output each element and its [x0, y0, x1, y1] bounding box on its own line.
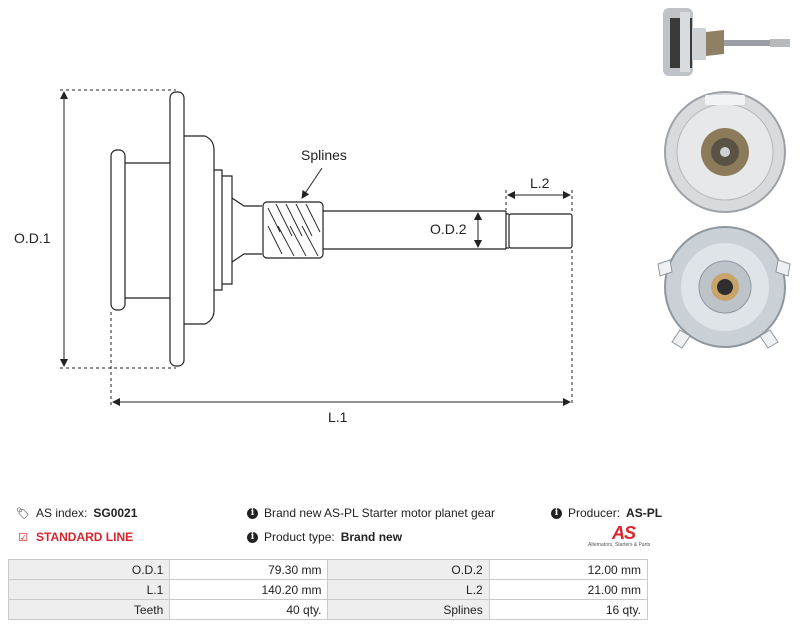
product-line-label: STANDARD LINE [36, 530, 134, 544]
shaft-tip [508, 213, 573, 249]
od1-label: O.D.1 [14, 230, 51, 246]
spline-section [262, 201, 324, 259]
info-icon: i [247, 531, 258, 543]
spec-value: 40 qty. [169, 599, 329, 620]
as-index-value: SG0021 [93, 506, 138, 520]
product-type: i Product type: Brand new [247, 530, 402, 544]
spec-label: L.1 [7, 579, 171, 600]
flange [169, 91, 185, 367]
photo-side-view [663, 8, 790, 76]
spec-label: L.2 [327, 579, 490, 600]
photo-front-view [664, 91, 786, 213]
checkbox-icon: ☑ [18, 531, 28, 544]
description: i Brand new AS-PL Starter motor planet g… [247, 506, 495, 520]
table-row: L.1 140.20 mm L.2 21.00 mm [7, 579, 649, 600]
hub-body [125, 162, 170, 299]
splines-label: Splines [301, 147, 347, 163]
housing [184, 135, 215, 325]
l1-label: L.1 [328, 409, 348, 425]
part-outline [110, 91, 573, 367]
spec-value: 79.30 mm [169, 559, 329, 580]
table-row: Teeth 40 qty. Splines 16 qty. [7, 599, 649, 620]
spec-label: O.D.1 [7, 559, 171, 580]
l2-label: L.2 [530, 175, 550, 191]
info-icon: i [247, 507, 258, 519]
info-icon: i [551, 507, 562, 519]
product-type-label: Product type: [264, 530, 335, 544]
product-type-value: Brand new [340, 530, 403, 544]
table-row: O.D.1 79.30 mm O.D.2 12.00 mm [7, 559, 649, 580]
spec-label: O.D.2 [327, 559, 490, 580]
logo-text: AS [612, 523, 636, 543]
spec-value: 140.20 mm [169, 579, 329, 600]
photo-back-view [657, 226, 791, 349]
tag-icon: 🏷︎ [16, 507, 30, 520]
product-line: ☑ STANDARD LINE [16, 530, 133, 544]
specs-table: O.D.1 79.30 mm O.D.2 12.00 mm L.1 140.20… [7, 559, 649, 620]
od2-label: O.D.2 [430, 221, 467, 237]
as-index: 🏷︎ AS index: SG0021 [16, 506, 137, 520]
producer-label: Producer: [568, 506, 621, 520]
as-pl-logo: AS Alternators, Starters & Parts [588, 523, 651, 551]
producer: i Producer: AS-PL [551, 506, 662, 520]
spec-label: Teeth [7, 599, 171, 620]
producer-value: AS-PL [626, 506, 663, 520]
spec-value: 12.00 mm [488, 559, 649, 580]
hub-left-rim [110, 149, 126, 311]
logo-subtitle: Alternators, Starters & Parts [588, 542, 651, 548]
spec-value: 16 qty. [488, 599, 649, 620]
spec-value: 21.00 mm [488, 579, 649, 600]
technical-drawing: O.D.1 O.D.2 L.1 L.2 Splines [14, 89, 573, 425]
spec-label: Splines [327, 599, 490, 620]
description-text: Brand new AS-PL Starter motor planet gea… [264, 506, 496, 520]
as-index-label: AS index: [36, 506, 88, 520]
